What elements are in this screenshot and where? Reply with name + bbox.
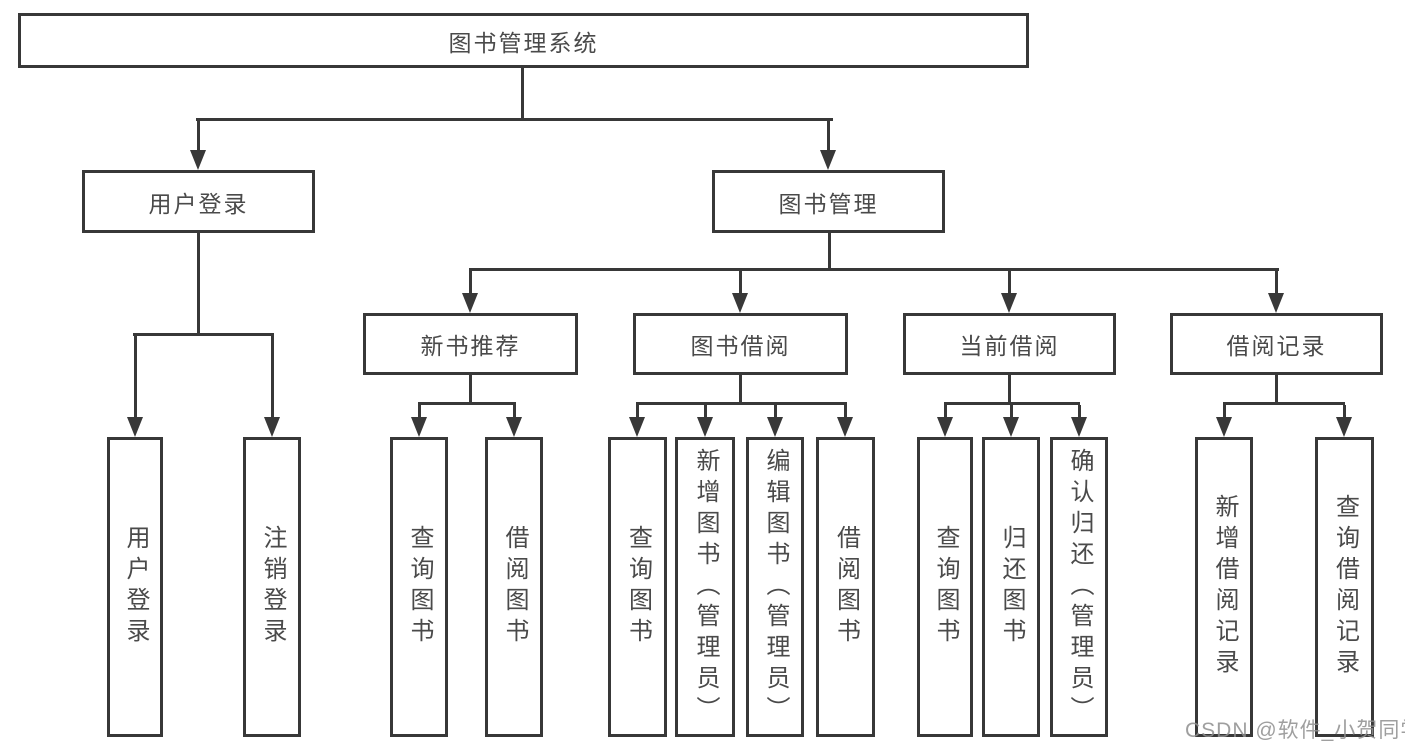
node-label: 当前借阅	[959, 333, 1060, 359]
node-borrow-records: 借阅记录	[1170, 313, 1383, 375]
node-new-book-recommend: 新书推荐	[363, 313, 578, 375]
connector-line	[739, 271, 742, 295]
node-add-book-admin: 新增图书（管理员）	[675, 437, 735, 737]
node-label: 新书推荐	[420, 333, 521, 359]
node-label: 归还图书	[998, 525, 1025, 649]
arrow-down-icon	[1003, 417, 1019, 437]
node-label: 用户登录	[122, 525, 149, 649]
connector-line	[828, 233, 831, 270]
node-label: 借阅图书	[832, 525, 860, 649]
arrow-down-icon	[506, 417, 522, 437]
connector-line	[827, 121, 830, 152]
node-user-login: 用户登录	[82, 170, 315, 233]
connector-line	[1008, 375, 1011, 404]
arrow-down-icon	[1336, 417, 1352, 437]
arrow-down-icon	[767, 417, 783, 437]
connector-line	[1275, 375, 1278, 404]
connector-line	[469, 271, 472, 295]
node-label: 查询图书	[932, 525, 959, 649]
csdn-watermark: CSDN @软件_小贺同学	[1185, 719, 1405, 742]
node-edit-book-admin: 编辑图书（管理员）	[746, 437, 804, 737]
connector-line	[1010, 405, 1013, 419]
node-query-books-borrow: 查询图书	[608, 437, 667, 737]
arrow-down-icon	[629, 417, 645, 437]
connector-line	[1078, 405, 1081, 419]
node-borrow-books: 借阅图书	[816, 437, 875, 737]
node-query-books-current: 查询图书	[917, 437, 973, 737]
node-label: 编辑图书（管理员）	[762, 447, 789, 727]
connector-line	[469, 268, 1279, 271]
connector-line	[271, 336, 274, 419]
connector-line	[944, 405, 947, 419]
node-logout: 注销登录	[243, 437, 301, 737]
node-label: 借阅记录	[1226, 333, 1327, 359]
node-add-borrow-record: 新增借阅记录	[1195, 437, 1253, 737]
connector-line	[134, 336, 137, 419]
connector-line	[739, 375, 742, 404]
arrow-down-icon	[1268, 293, 1284, 313]
node-label: 新增图书（管理员）	[692, 447, 719, 727]
node-label: 用户登录	[148, 190, 249, 217]
arrow-down-icon	[127, 417, 143, 437]
connector-line	[844, 405, 847, 419]
connector-line	[418, 405, 421, 419]
node-label: 查询图书	[624, 525, 652, 649]
arrow-down-icon	[1071, 417, 1087, 437]
connector-line	[197, 121, 200, 152]
connector-line	[1343, 405, 1346, 419]
arrow-down-icon	[190, 150, 206, 170]
connector-line	[133, 333, 274, 336]
node-book-borrow: 图书借阅	[633, 313, 848, 375]
arrow-down-icon	[411, 417, 427, 437]
node-label: 查询图书	[406, 525, 433, 649]
node-label: 借阅图书	[501, 525, 528, 649]
arrow-down-icon	[697, 417, 713, 437]
connector-line	[1275, 271, 1278, 295]
node-label: 确认归还（管理员）	[1066, 447, 1093, 727]
connector-line	[196, 118, 833, 121]
connector-line	[1008, 271, 1011, 295]
connector-line	[197, 233, 200, 335]
arrow-down-icon	[837, 417, 853, 437]
connector-line	[418, 402, 516, 405]
connector-line	[513, 405, 516, 419]
node-label: 新增借阅记录	[1211, 494, 1238, 680]
arrow-down-icon	[1216, 417, 1232, 437]
node-return-books: 归还图书	[982, 437, 1040, 737]
connector-line	[704, 405, 707, 419]
connector-line	[1223, 405, 1226, 419]
connector-line	[1223, 402, 1345, 405]
arrow-down-icon	[1001, 293, 1017, 313]
node-book-management: 图书管理	[712, 170, 945, 233]
arrow-down-icon	[820, 150, 836, 170]
node-label: 图书借阅	[690, 333, 791, 359]
arrow-down-icon	[937, 417, 953, 437]
node-label: 图书管理	[778, 190, 879, 217]
connector-line	[636, 402, 847, 405]
arrow-down-icon	[732, 293, 748, 313]
connector-line	[774, 405, 777, 419]
node-root: 图书管理系统	[18, 13, 1029, 68]
connector-line	[521, 68, 524, 120]
connector-line	[636, 405, 639, 419]
node-label: 查询借阅记录	[1331, 494, 1359, 680]
node-confirm-return-admin: 确认归还（管理员）	[1050, 437, 1108, 737]
arrow-down-icon	[264, 417, 280, 437]
node-borrow-books-recommend: 借阅图书	[485, 437, 543, 737]
node-label: 图书管理系统	[448, 29, 599, 56]
connector-line	[469, 375, 472, 404]
node-user-login-action: 用户登录	[107, 437, 163, 737]
node-label: 注销登录	[259, 525, 286, 649]
connector-line	[944, 402, 1080, 405]
node-query-borrow-record: 查询借阅记录	[1315, 437, 1374, 737]
node-query-books-recommend: 查询图书	[390, 437, 448, 737]
node-current-borrow: 当前借阅	[903, 313, 1116, 375]
arrow-down-icon	[462, 293, 478, 313]
